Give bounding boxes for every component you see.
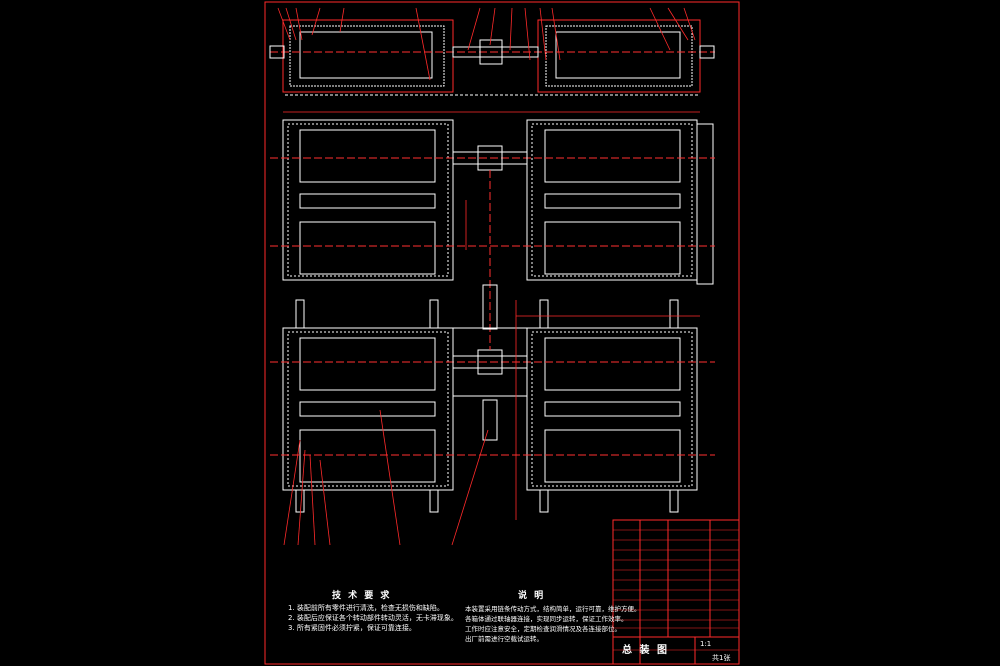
- right-inner-box: [555, 31, 681, 79]
- title-block: [612, 519, 740, 665]
- top-leader-lines: [277, 7, 696, 81]
- notes-item-3: 工作时应注意安全，定期检查润滑情况及各连接部位。: [465, 625, 621, 633]
- housing-lower-right: [526, 327, 698, 491]
- top-shaft: [452, 46, 539, 58]
- upper-shaft: [452, 151, 528, 165]
- plan-view: [270, 119, 715, 520]
- tech-requirements-title: 技 术 要 求: [332, 591, 392, 601]
- sheet-count: 共1张: [712, 654, 731, 662]
- housing-lower-left: [282, 327, 454, 491]
- scale-value: 1:1: [700, 640, 712, 648]
- notes-item-4: 出厂前需进行空载试运转。: [465, 635, 543, 643]
- notes-item-2: 各箱体通过联轴器连接，实现同步运转，保证工作效率。: [465, 615, 628, 623]
- left-insulation-layer: [289, 25, 445, 87]
- right-housing-section: [537, 19, 701, 93]
- notes-title: 说 明: [518, 591, 546, 601]
- tech-req-item-3: 3. 所有紧固件必须拧紧，保证可靠连接。: [288, 624, 416, 632]
- housing-upper-right: [526, 119, 714, 285]
- top-section-view: [269, 19, 715, 96]
- lower-shaft: [452, 355, 528, 369]
- right-insulation-layer: [545, 25, 693, 87]
- assembly-drawing-label: 总 装 图: [622, 645, 669, 656]
- housing-upper-left: [282, 119, 454, 281]
- tech-req-item-1: 1. 装配前所有零件进行清洗，检查无损伤和缺陷。: [288, 604, 444, 612]
- vertical-gearbox: [482, 284, 498, 330]
- left-housing-section: [282, 19, 454, 93]
- left-inner-box: [299, 31, 433, 79]
- notes-item-1: 本装置采用链条传动方式，结构简单，运行可靠，维护方便。: [465, 605, 641, 613]
- left-shaft-end: [269, 45, 285, 59]
- lower-gearbox: [482, 399, 498, 441]
- drawing-border: [264, 1, 740, 665]
- right-shaft-end: [699, 45, 715, 59]
- tech-req-item-2: 2. 装配后应保证各个转动部件转动灵活，无卡滞现象。: [288, 614, 458, 622]
- bottom-leader-lines: [283, 409, 489, 546]
